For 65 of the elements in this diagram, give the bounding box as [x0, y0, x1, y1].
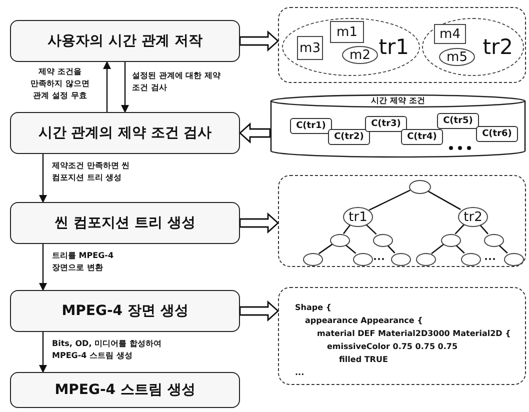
hollow-arrow: [239, 300, 280, 322]
constraint-box: C(tr6): [476, 126, 518, 142]
tree-branch: [454, 224, 465, 234]
hollow-arrow: [239, 30, 280, 52]
code-panel: [278, 287, 526, 385]
arrow: [39, 154, 47, 203]
tree-node: [441, 234, 461, 247]
tree-node: [484, 234, 504, 247]
tree-branch: [365, 224, 377, 235]
process-box: MPEG-4 스트림 생성: [10, 372, 240, 408]
tree-branch: [386, 244, 396, 254]
hollow-arrow: [239, 212, 280, 234]
tree-node: [353, 253, 373, 266]
media-box: m3: [297, 36, 323, 60]
tree-node: [416, 253, 436, 266]
constraint-box: C(tr4): [401, 129, 443, 145]
tree-node: [409, 180, 431, 194]
media-box: m4: [434, 24, 466, 44]
cylinder-title: 시간 제약 조건: [370, 95, 426, 107]
process-box: MPEG-4 장면 생성: [10, 290, 240, 332]
group-ellipse: [422, 18, 524, 76]
dashed-panel: [278, 7, 526, 83]
tree-node: [461, 253, 481, 266]
process-box: 시간 관계의 제약 조건 검사: [10, 112, 240, 154]
tree-branch: [344, 244, 356, 254]
group-label: tr1: [378, 35, 409, 59]
code-line: Shape {: [295, 302, 332, 313]
constraint-box: C(tr1): [290, 118, 332, 134]
tree-branch: [498, 244, 508, 254]
code-line: filled TRUE: [339, 354, 388, 365]
group-label: tr2: [482, 35, 513, 59]
tree-node: [303, 253, 323, 266]
group-ellipse: [282, 18, 420, 76]
code-line: material DEF Material2D3000 Material2D {: [317, 328, 511, 339]
tree-branch: [479, 224, 488, 234]
tree-node: [391, 253, 411, 266]
tree-node: m5: [439, 48, 475, 66]
arrow: [39, 332, 47, 373]
tree-node: [504, 253, 524, 266]
code-line: emissiveColor 0.75 0.75 0.75: [327, 341, 458, 352]
tree-branch: [368, 190, 410, 211]
process-box: 사용자의 시간 관계 저작: [10, 20, 240, 62]
tree-node: tr2: [458, 207, 488, 227]
tree-branch: [342, 224, 351, 234]
tree-node: [330, 234, 350, 247]
arrow: [121, 62, 129, 113]
arrow: [103, 61, 111, 112]
arrow: [39, 244, 47, 291]
process-box: 씬 컴포지션 트리 생성: [10, 202, 240, 244]
constraint-box: C(tr2): [328, 129, 370, 145]
code-line: ...: [295, 367, 304, 378]
code-line: appearance Appearance {: [305, 315, 423, 326]
tree-node: tr1: [343, 207, 373, 227]
constraint-box: C(tr3): [365, 116, 407, 132]
hollow-arrow: [238, 122, 271, 144]
tree-branch: [455, 244, 465, 254]
tree-branch: [318, 244, 333, 254]
database-cylinder: [270, 94, 526, 158]
constraint-box: C(tr5): [437, 113, 479, 129]
tree-node: m2: [342, 46, 378, 64]
media-box: m1: [330, 21, 364, 43]
tree-node: [373, 234, 393, 247]
tree-branch: [426, 190, 461, 210]
tree-branch: [431, 244, 444, 254]
dashed-panel: [278, 175, 526, 267]
